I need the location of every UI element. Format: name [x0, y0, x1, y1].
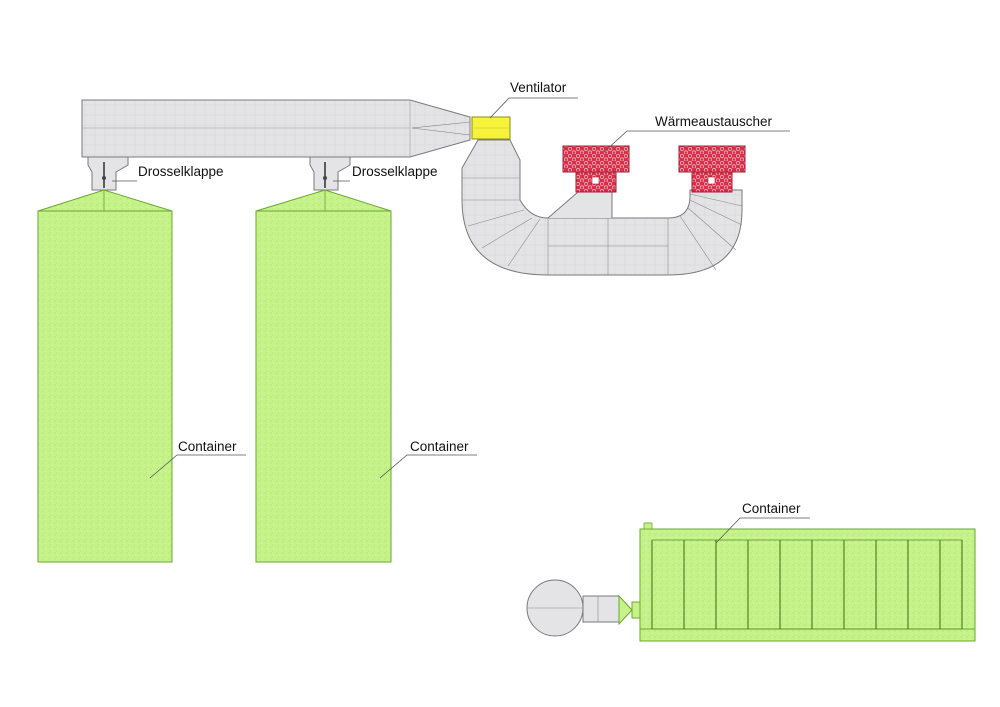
fan — [471, 116, 511, 140]
damper-right-label: Drosselklappe — [352, 164, 438, 179]
fan-label: Ventilator — [510, 80, 567, 95]
damper-left-label: Drosselklappe — [138, 164, 224, 179]
container-left — [37, 189, 173, 563]
heat-exchanger-right — [678, 145, 746, 193]
main-duct — [81, 99, 471, 158]
damper-right — [309, 156, 351, 191]
container-middle — [255, 189, 392, 563]
heat-exchanger-left — [562, 145, 630, 193]
container-middle-label: Container — [410, 439, 469, 454]
leader-lines — [112, 97, 810, 544]
container-bottom-label: Container — [742, 501, 801, 516]
u-duct — [461, 139, 743, 276]
container-left-label: Container — [178, 439, 237, 454]
damper-left — [87, 156, 129, 191]
container-bottom — [526, 522, 976, 642]
heat-exchanger-label: Wärmeaustauscher — [655, 114, 773, 129]
